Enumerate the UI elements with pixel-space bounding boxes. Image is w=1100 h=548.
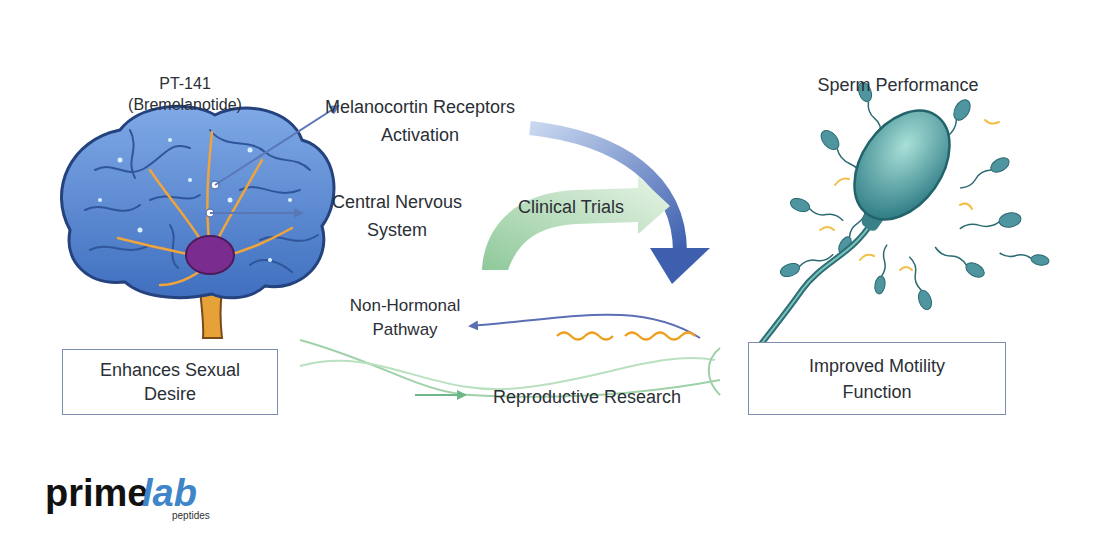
logo-word: prime bbox=[45, 470, 148, 516]
connector-lines bbox=[300, 315, 720, 397]
swoosh-shape bbox=[476, 176, 672, 272]
brain-illustration bbox=[61, 106, 338, 338]
pathway-label: Reproductive Research bbox=[462, 385, 712, 409]
node-text: Improved Motility Function bbox=[772, 353, 982, 405]
mechanism-label: Melanocortin Receptors Activation bbox=[323, 93, 518, 149]
section-title: Sperm Performance bbox=[778, 73, 1018, 97]
node-text: Enhances Sexual Desire bbox=[85, 358, 255, 406]
sperm-illustration bbox=[758, 81, 1050, 348]
node-text: Clinical Trials bbox=[506, 195, 636, 219]
pathway-label: Non-Hormonal Pathway bbox=[338, 294, 473, 342]
swoosh-fill bbox=[482, 176, 670, 270]
logo-word: lab bbox=[142, 470, 197, 516]
drug-title: PT-141 (Bremelanotide) bbox=[110, 73, 260, 115]
curved-arrow-band: Clinical Trials bbox=[476, 176, 672, 272]
outcome-box: Improved Motility Function bbox=[748, 342, 1006, 415]
outcome-box: Enhances Sexual Desire bbox=[62, 349, 278, 415]
logo-tagline: peptides bbox=[172, 510, 210, 522]
mechanism-label: Central Nervous System bbox=[320, 188, 475, 244]
